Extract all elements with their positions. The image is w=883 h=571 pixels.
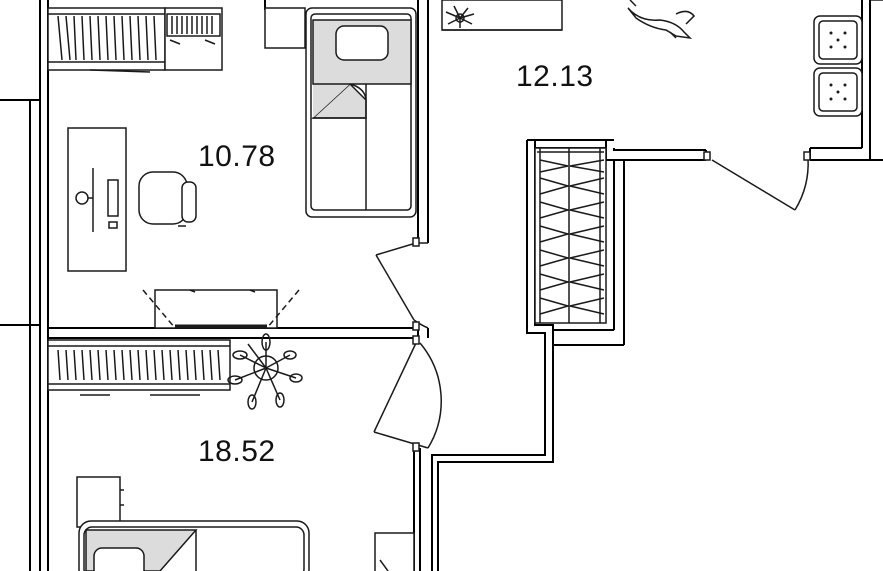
bed-icon (78, 520, 310, 571)
nightstand (264, 7, 306, 49)
pillow-icon (93, 547, 145, 571)
room-area-label: 18.52 (198, 435, 276, 468)
stove (813, 15, 863, 117)
office-chair-icon (138, 171, 197, 227)
cabinet (374, 532, 415, 571)
desk-icon (67, 127, 127, 272)
wardrobe-icon (47, 7, 166, 73)
plant-icon (227, 333, 303, 410)
plant-icon (445, 5, 475, 28)
dresser-icon (164, 7, 223, 71)
room-area-label: 10.78 (198, 140, 276, 173)
door-swing-icon (373, 335, 442, 452)
room-area-label: 12.13 (516, 60, 594, 93)
kitchen-counter (441, 0, 563, 31)
dog-icon (627, 0, 695, 40)
door-swing-icon (375, 237, 429, 331)
door-swing-icon (703, 151, 811, 211)
stove-burner-icon (829, 31, 847, 101)
wardrobe-icon (534, 147, 607, 324)
tv-stand (142, 289, 300, 329)
pillow-icon (335, 25, 389, 61)
monitor-icon (75, 168, 119, 232)
bed-icon (305, 7, 417, 218)
nightstand (76, 476, 121, 528)
wardrobe-icon (47, 339, 231, 396)
